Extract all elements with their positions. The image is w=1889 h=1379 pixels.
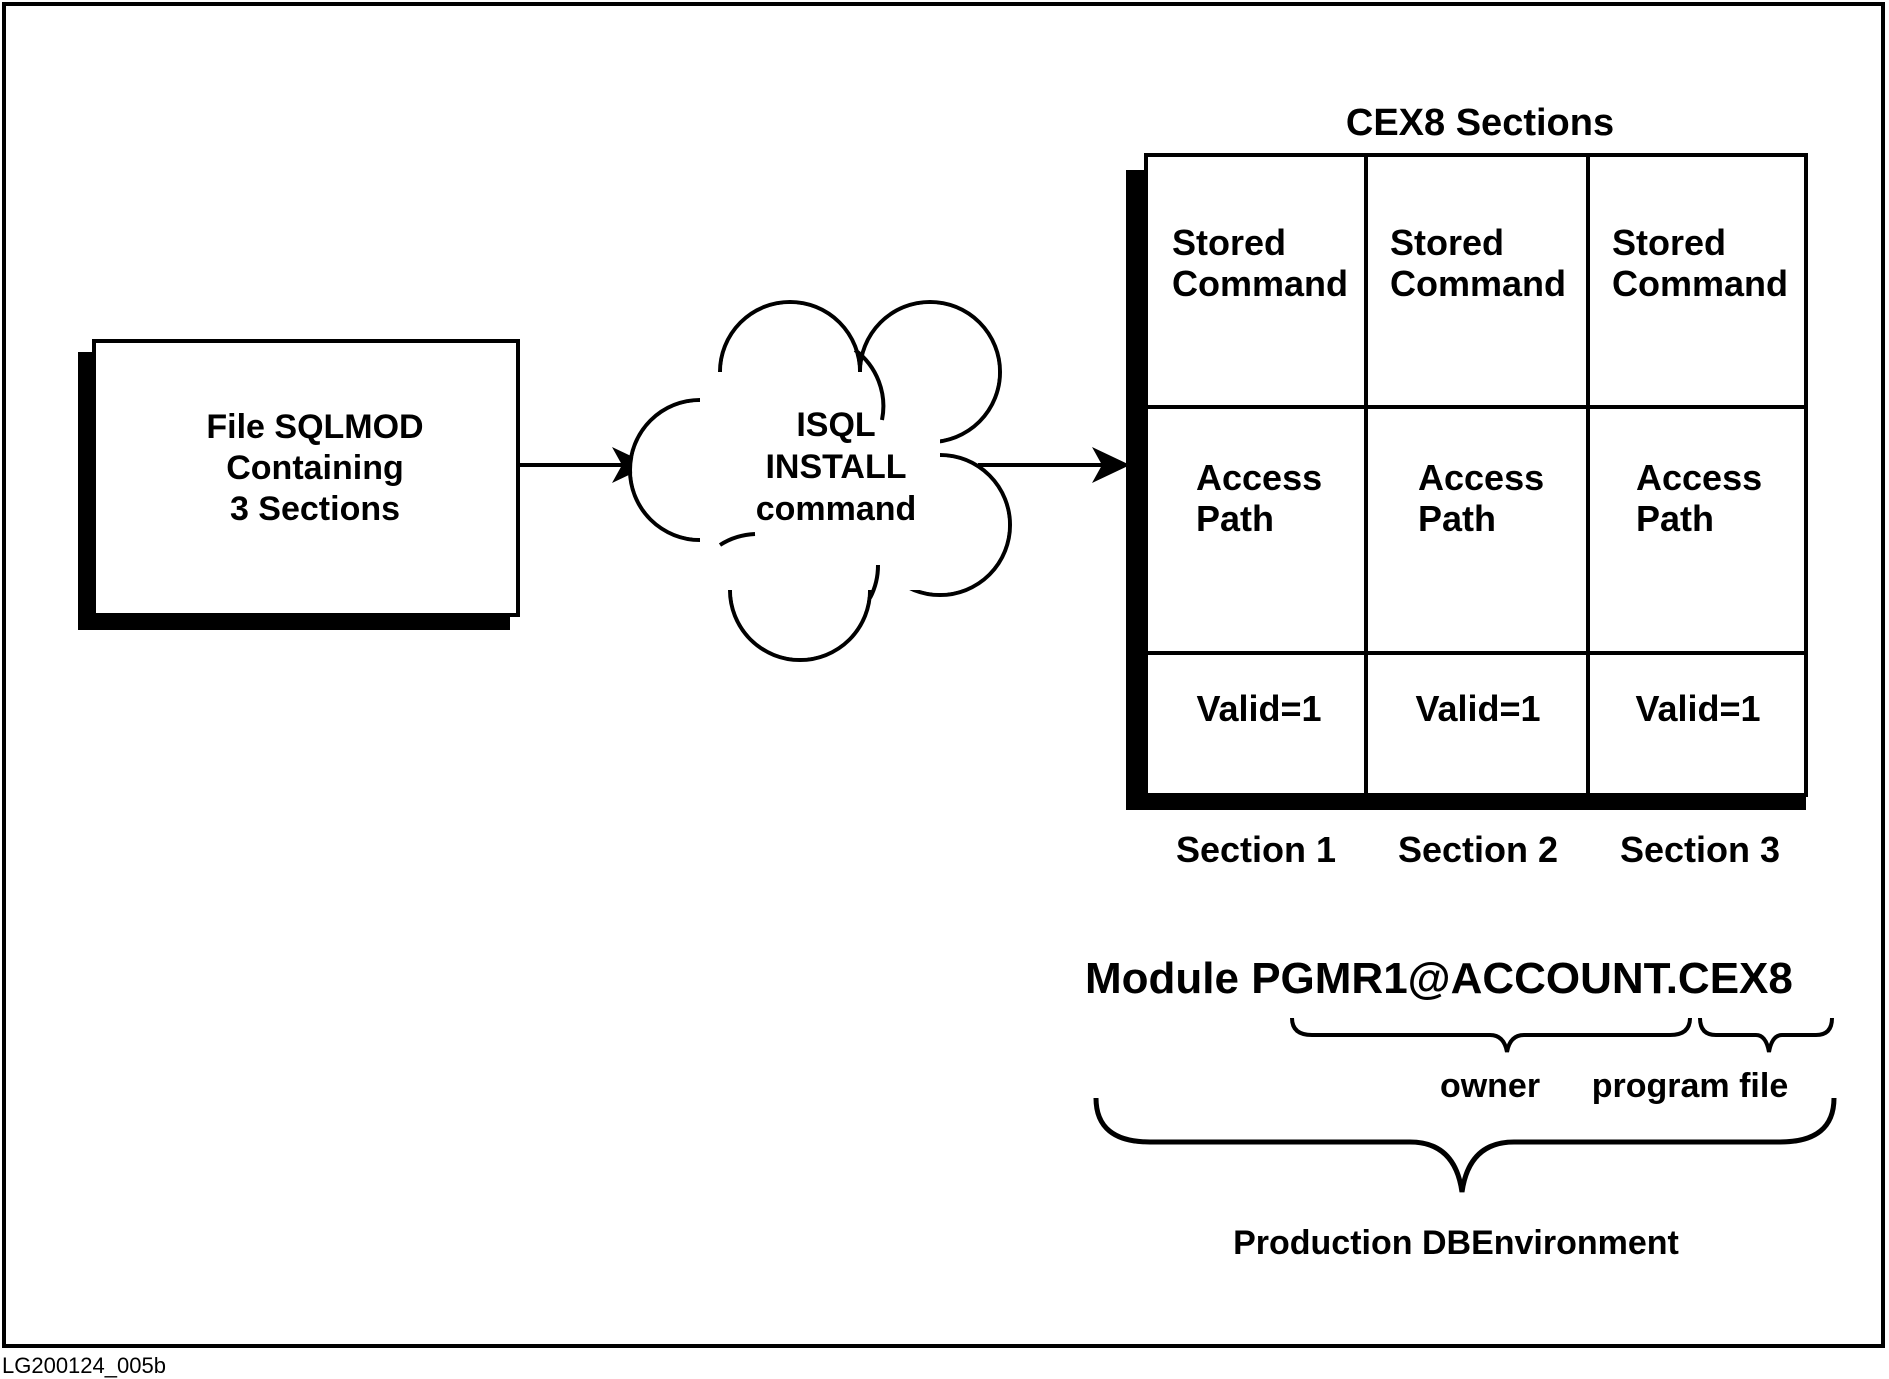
program-file-label: program file (1592, 1067, 1788, 1105)
section-column-2: Stored Command Access Path Valid=1 Secti… (1390, 222, 1566, 870)
source-file-box: File SQLMOD Containing 3 Sections (78, 339, 520, 630)
module-file-part: .CEX8 (1666, 954, 1793, 1003)
access-path-2-line-2: Path (1418, 498, 1496, 539)
figure-id: LG200124_005b (2, 1353, 166, 1378)
sections-table: Stored Command Access Path Valid=1 Secti… (1126, 153, 1808, 870)
source-file-box-frame (92, 339, 520, 617)
section-column-1: Stored Command Access Path Valid=1 Secti… (1172, 222, 1348, 870)
arrow-cloud-to-table (978, 447, 1130, 483)
stored-command-2-line-1: Stored (1390, 222, 1504, 263)
cloud-shape: ISQL INSTALL command (628, 300, 1012, 662)
stored-command-1-line-1: Stored (1172, 222, 1286, 263)
section-label-3: Section 3 (1620, 829, 1780, 870)
module-owner-part: PGMR1@ACCOUNT (1251, 954, 1670, 1003)
environment-brace (1093, 1097, 1837, 1193)
owner-label: owner (1440, 1067, 1540, 1105)
owner-brace (1290, 1017, 1692, 1053)
environment-label: Production DBEnvironment (1233, 1224, 1679, 1262)
cloud-inner-arcs (718, 348, 886, 599)
sections-table-frame (1144, 153, 1808, 797)
cloud-line-3: command (756, 490, 917, 528)
stored-command-1-line-2: Command (1172, 263, 1348, 304)
access-path-3-line-2: Path (1636, 498, 1714, 539)
module-name: Module PGMR1@ACCOUNT.CEX8 (1085, 954, 1793, 1003)
stored-command-2-line-2: Command (1390, 263, 1566, 304)
section-label-1: Section 1 (1176, 829, 1336, 870)
source-file-line-2: Containing (226, 449, 404, 487)
stored-command-3-line-2: Command (1612, 263, 1788, 304)
access-path-2-line-1: Access (1418, 457, 1544, 498)
program-file-brace (1698, 1017, 1834, 1053)
access-path-1-line-1: Access (1196, 457, 1322, 498)
cloud-line-2: INSTALL (765, 448, 906, 486)
access-path-3-line-1: Access (1636, 457, 1762, 498)
stored-command-3-line-1: Stored (1612, 222, 1726, 263)
source-file-line-3: 3 Sections (230, 490, 400, 528)
source-file-line-1: File SQLMOD (206, 408, 423, 446)
valid-flag-3: Valid=1 (1635, 688, 1760, 729)
access-path-1-line-2: Path (1196, 498, 1274, 539)
valid-flag-2: Valid=1 (1415, 688, 1540, 729)
table-title: CEX8 Sections (1346, 102, 1614, 144)
section-label-2: Section 2 (1398, 829, 1558, 870)
cloud-line-1: ISQL (796, 406, 875, 444)
section-column-3: Stored Command Access Path Valid=1 Secti… (1612, 222, 1788, 870)
cloud-fill (632, 304, 1008, 658)
module-prefix: Module (1085, 954, 1251, 1003)
outer-frame (2, 2, 1885, 1348)
valid-flag-1: Valid=1 (1196, 688, 1321, 729)
